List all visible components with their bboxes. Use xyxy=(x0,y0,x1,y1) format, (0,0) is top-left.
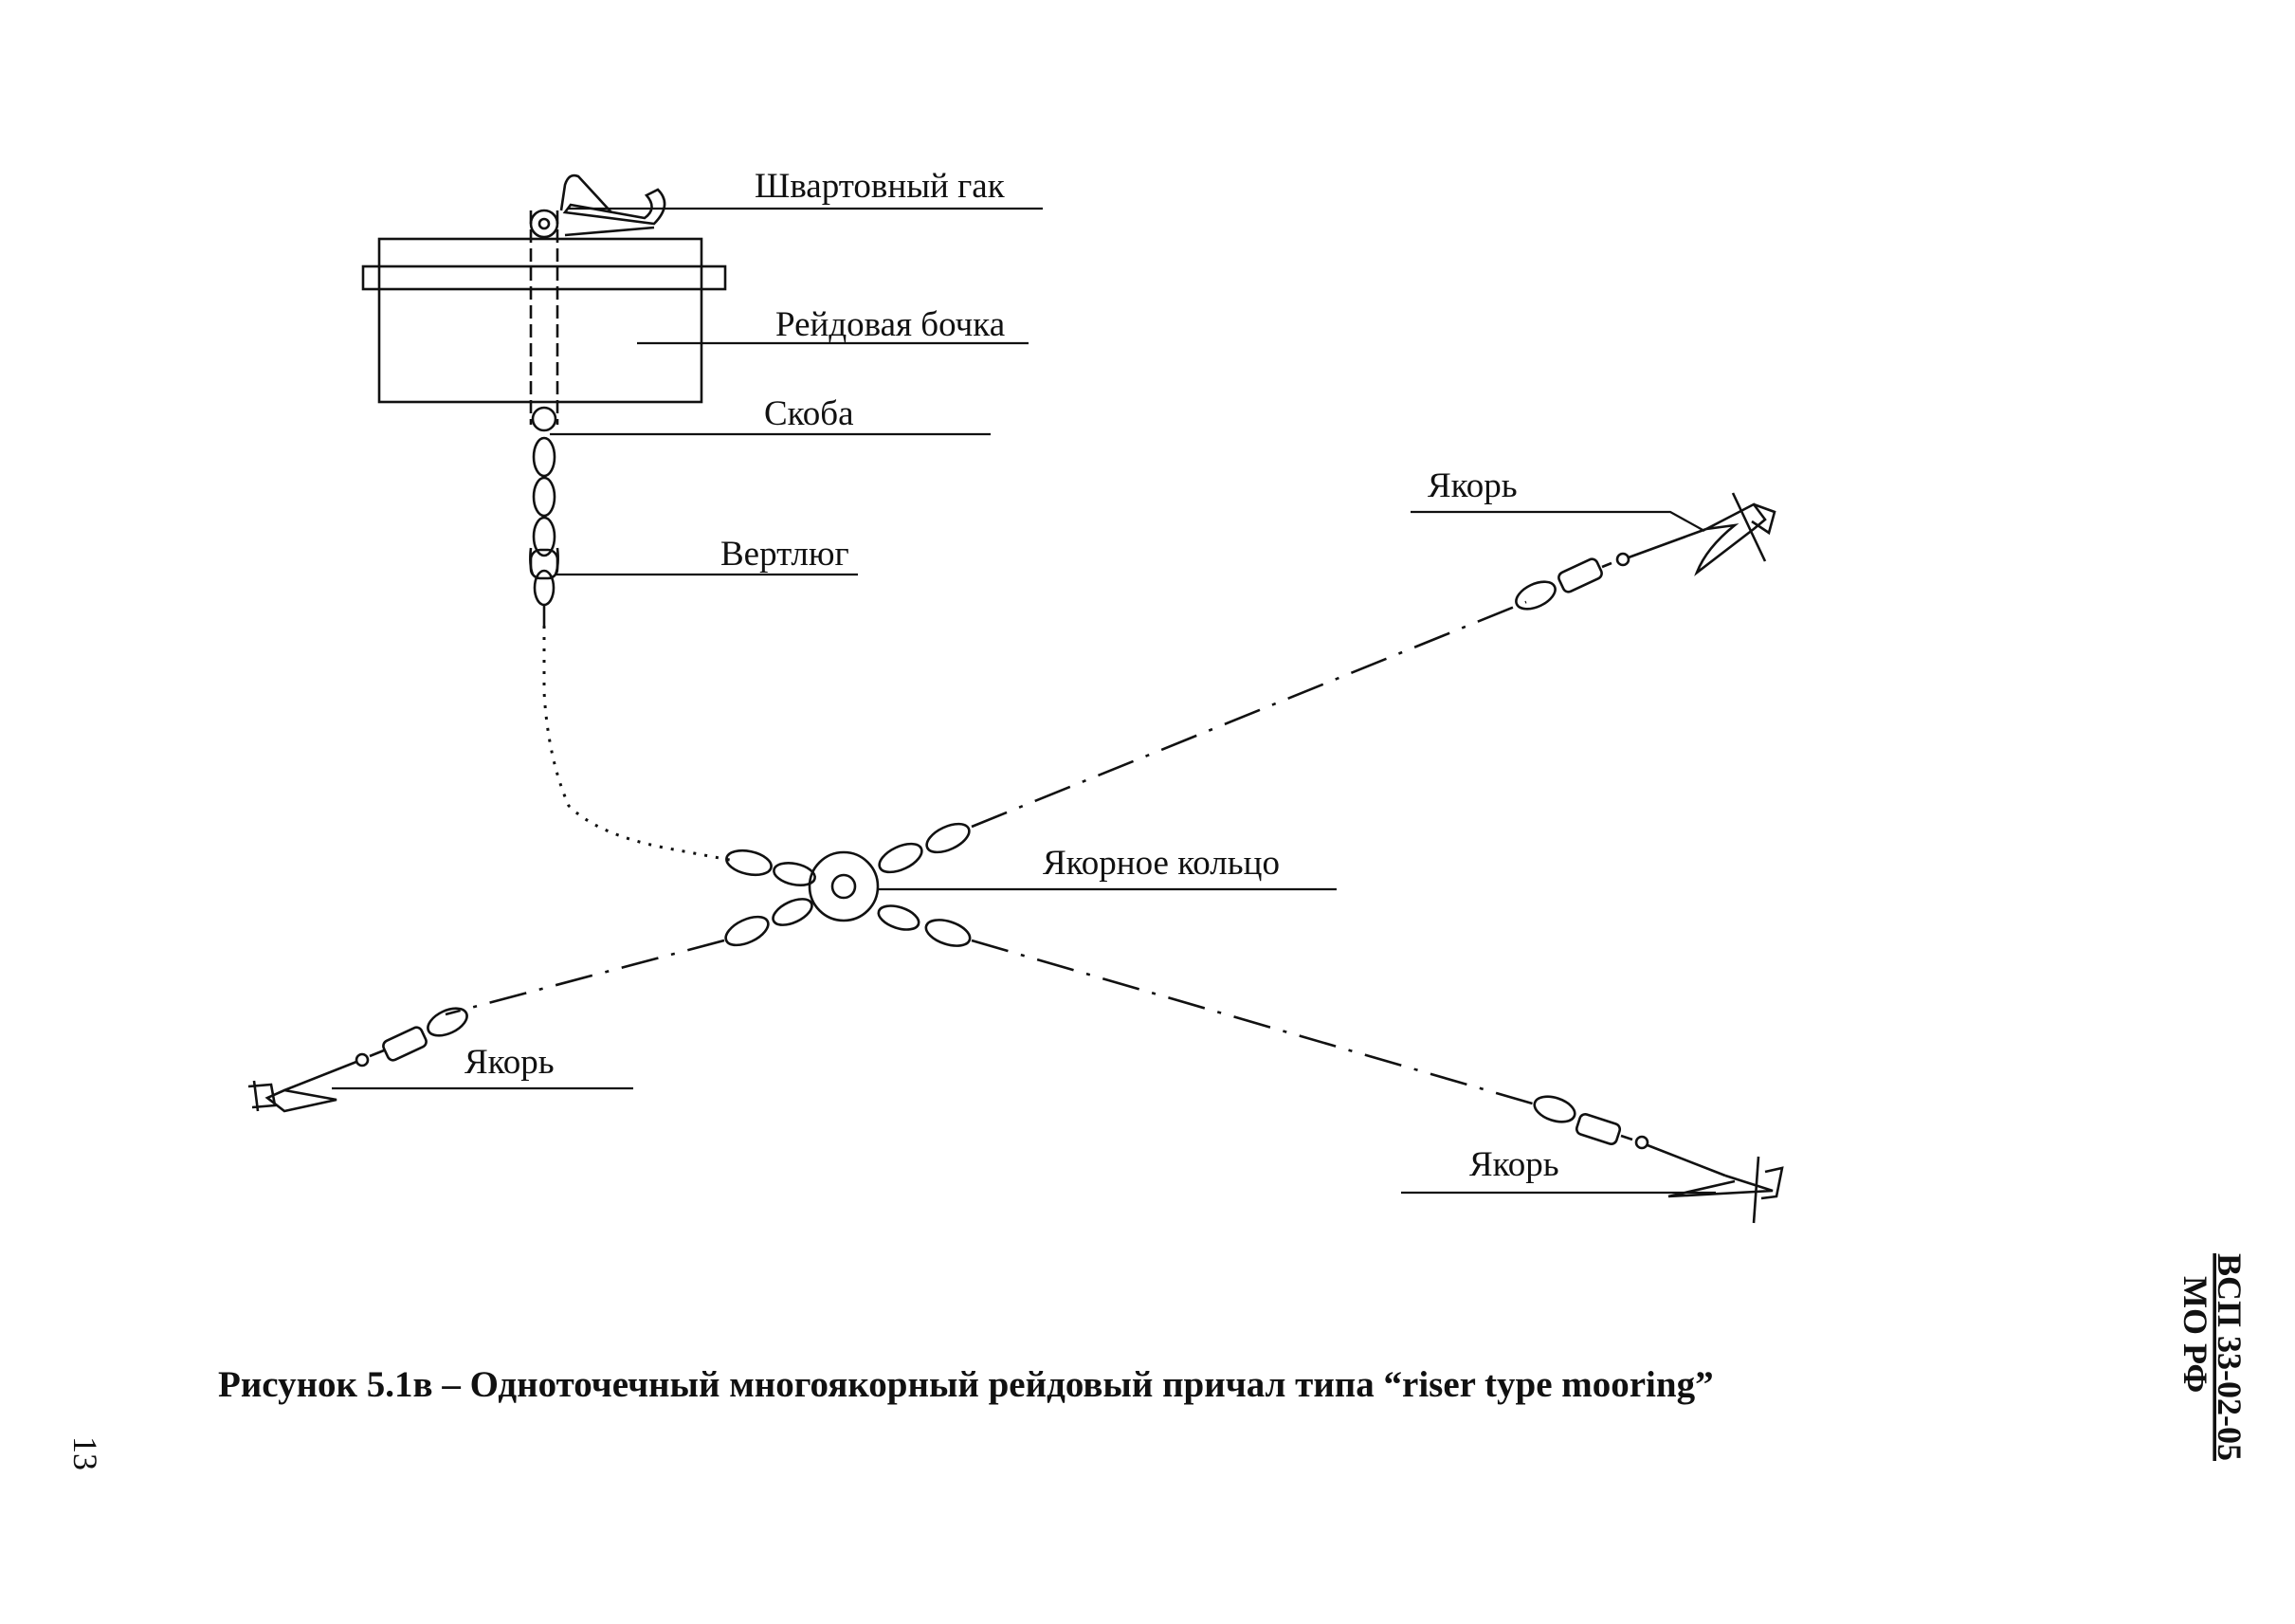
figure-caption: Рисунок 5.1в – Одноточечный многоякорный… xyxy=(218,1364,1714,1405)
side-doc-code: ВСП 33-02-05 xyxy=(2211,1253,2249,1461)
label-anchor-ring: Якорное кольцо xyxy=(1043,844,1280,883)
anchor-ring xyxy=(724,822,972,947)
anchor-sw xyxy=(247,1007,468,1113)
label-anchor-ne: Якорь xyxy=(1428,466,1518,505)
riser-line xyxy=(542,626,736,863)
leg-line-sw xyxy=(445,939,725,1016)
mooring-hook xyxy=(529,173,666,239)
leg-line-se xyxy=(971,939,1537,1106)
side-stamp: ВСП 33-02-05 МО РФ xyxy=(2177,1253,2249,1461)
label-buoy: Рейдовая бочка xyxy=(775,305,1005,344)
page-number-text: 13 xyxy=(66,1436,104,1470)
mooring-buoy xyxy=(361,210,727,425)
page-number: 13 xyxy=(66,1436,104,1470)
anchor-se xyxy=(1533,1095,1784,1224)
label-anchor-sw: Якорь xyxy=(464,1043,555,1082)
side-org: МО РФ xyxy=(2177,1276,2214,1393)
leader-anchor-ne xyxy=(1411,510,1705,532)
label-hook: Швартовный гак xyxy=(755,167,1006,206)
label-shackle: Скоба xyxy=(764,394,854,433)
label-anchor-se: Якорь xyxy=(1469,1145,1559,1184)
label-swivel: Вертлюг xyxy=(720,535,849,574)
anchor-ne xyxy=(1515,492,1776,611)
leg-line-ne xyxy=(971,600,1527,829)
riser-chain xyxy=(529,406,559,626)
